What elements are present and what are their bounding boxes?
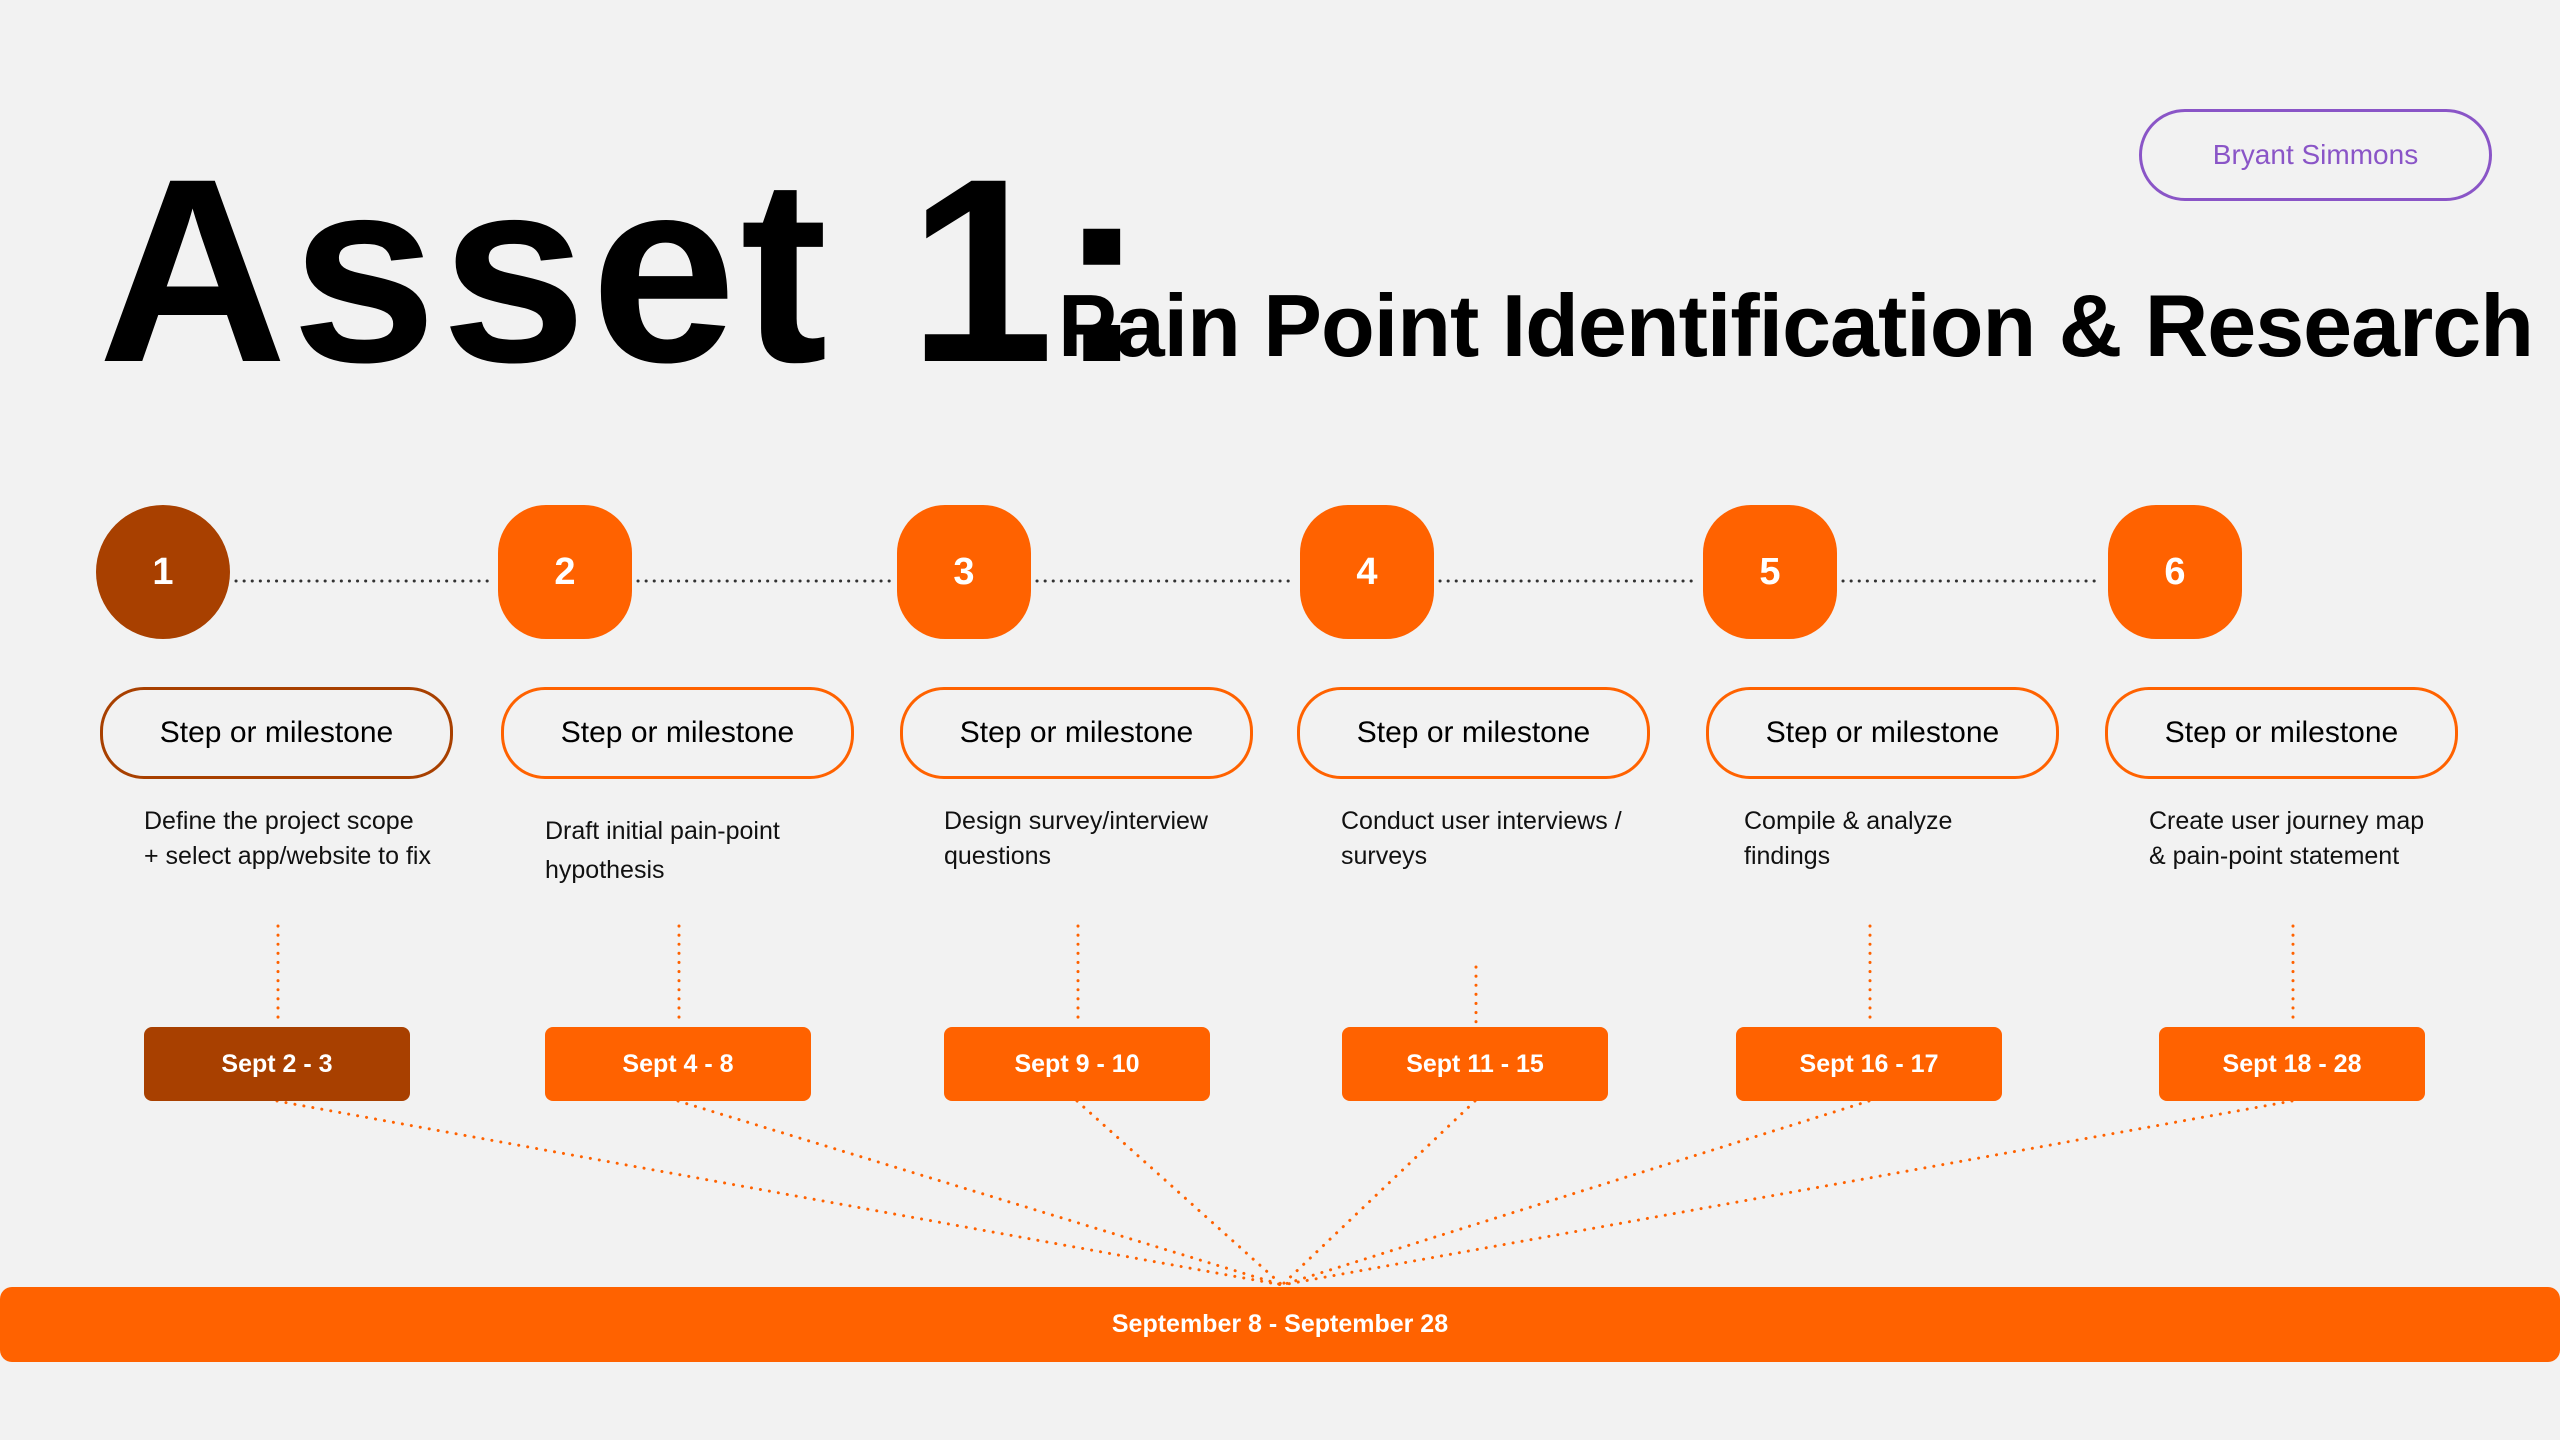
step-label-pill: Step or milestone: [100, 687, 453, 779]
step-number: 2: [554, 550, 576, 593]
step-date-label: Sept 18 - 28: [2222, 1049, 2362, 1078]
step-date-label: Sept 4 - 8: [622, 1049, 734, 1078]
step-date-label: Sept 2 - 3: [221, 1049, 333, 1078]
step-number: 4: [1356, 550, 1378, 593]
step-number: 5: [1759, 550, 1781, 593]
author-badge: Bryant Simmons: [2139, 109, 2492, 201]
step-number: 6: [2164, 550, 2186, 593]
page-subtitle: Pain Point Identification & Research: [1058, 276, 2534, 375]
step-marker: 1: [96, 505, 230, 639]
step-label-pill: Step or milestone: [1297, 687, 1650, 779]
step-marker: 2: [498, 505, 632, 639]
step-label: Step or milestone: [2164, 716, 2399, 749]
converge-line-dotted: [275, 1099, 1284, 1287]
step-label-pill: Step or milestone: [2105, 687, 2458, 779]
step-label: Step or milestone: [560, 716, 795, 749]
step-label: Step or milestone: [159, 716, 394, 749]
step-number: 1: [152, 550, 174, 593]
step-marker: 5: [1703, 505, 1837, 639]
step-marker: 4: [1300, 505, 1434, 639]
step-label: Step or milestone: [1356, 716, 1591, 749]
step-marker: 6: [2108, 505, 2242, 639]
step-description: Conduct user interviews / surveys: [1341, 807, 1622, 870]
step-description: Draft initial pain-point hypothesis: [545, 817, 780, 884]
converge-line-dotted: [1280, 1099, 1477, 1287]
converge-line-dotted: [1280, 1099, 2294, 1287]
step-date-label: Sept 9 - 10: [1014, 1049, 1140, 1078]
step-description: Design survey/interview questions: [944, 807, 1208, 870]
page-title: Asset 1:: [98, 124, 1150, 417]
step-date: Sept 18 - 28: [2159, 1027, 2425, 1101]
step-label-pill: Step or milestone: [900, 687, 1253, 779]
converge-line-dotted: [1075, 1099, 1284, 1287]
step-date: Sept 16 - 17: [1736, 1027, 2002, 1101]
step-label-pill: Step or milestone: [1706, 687, 2059, 779]
timeline-bar: September 8 - September 28: [0, 1287, 2560, 1362]
step-date: Sept 2 - 3: [144, 1027, 410, 1101]
step-description: Compile & analyze findings: [1744, 807, 1953, 870]
step-date-label: Sept 16 - 17: [1799, 1049, 1939, 1078]
step-date: Sept 11 - 15: [1342, 1027, 1608, 1101]
step-date-label: Sept 11 - 15: [1406, 1049, 1544, 1078]
step-marker: 3: [897, 505, 1031, 639]
step-description: Create user journey map & pain-point sta…: [2149, 807, 2425, 870]
step-label-pill: Step or milestone: [501, 687, 854, 779]
step-number: 3: [953, 550, 975, 593]
step-description: Define the project scope + select app/we…: [144, 807, 431, 870]
step-date: Sept 9 - 10: [944, 1027, 1210, 1101]
step-date: Sept 4 - 8: [545, 1027, 811, 1101]
step-label: Step or milestone: [1765, 716, 2000, 749]
step-label: Step or milestone: [959, 716, 1194, 749]
converge-line-dotted: [676, 1099, 1284, 1287]
